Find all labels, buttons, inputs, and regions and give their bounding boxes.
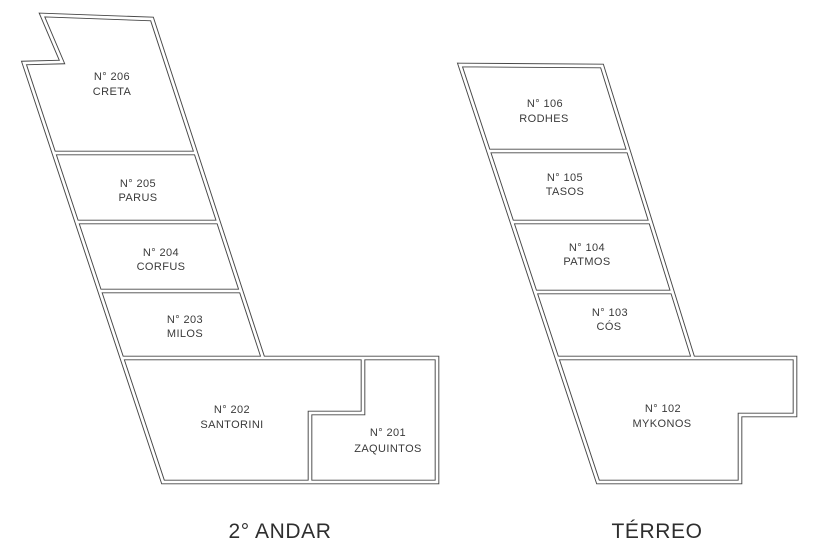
room-202-number: N° 202 [214,404,250,416]
second-floor-plan: N° 206 CRETA N° 205 PARUS N° 204 CORFUS … [20,12,440,543]
room-201-number: N° 201 [370,427,406,439]
room-202-name: SANTORINI [200,419,263,431]
ground-floor-caption: TÉRREO [611,520,702,543]
room-103-number: N° 103 [592,307,628,319]
room-205-number: N° 205 [120,178,156,190]
second-floor-caption: 2° ANDAR [228,520,331,543]
room-205-name: PARUS [118,192,157,204]
room-203-name: MILOS [167,328,203,340]
room-206-number: N° 206 [94,71,130,83]
room-102-number: N° 102 [645,403,681,415]
ground-floor-walls-channel [458,63,797,484]
room-103-name: CÓS [596,320,621,333]
room-206-name: CRETA [93,86,132,98]
ground-floor-walls [456,62,798,485]
room-104-name: PATMOS [563,256,610,268]
room-106-number: N° 106 [527,98,563,110]
room-104-number: N° 104 [569,242,605,254]
room-105-name: TASOS [546,186,584,198]
room-102-name: MYKONOS [632,418,691,430]
room-204-name: CORFUS [137,261,186,273]
room-204-number: N° 204 [143,247,179,259]
room-106-name: RODHES [519,113,568,125]
room-105-number: N° 105 [547,172,583,184]
ground-floor-plan: N° 106 RODHES N° 105 TASOS N° 104 PATMOS… [456,62,798,543]
room-203-number: N° 203 [167,314,203,326]
second-floor-walls-channel [22,13,439,484]
room-201-name: ZAQUINTOS [354,443,422,455]
